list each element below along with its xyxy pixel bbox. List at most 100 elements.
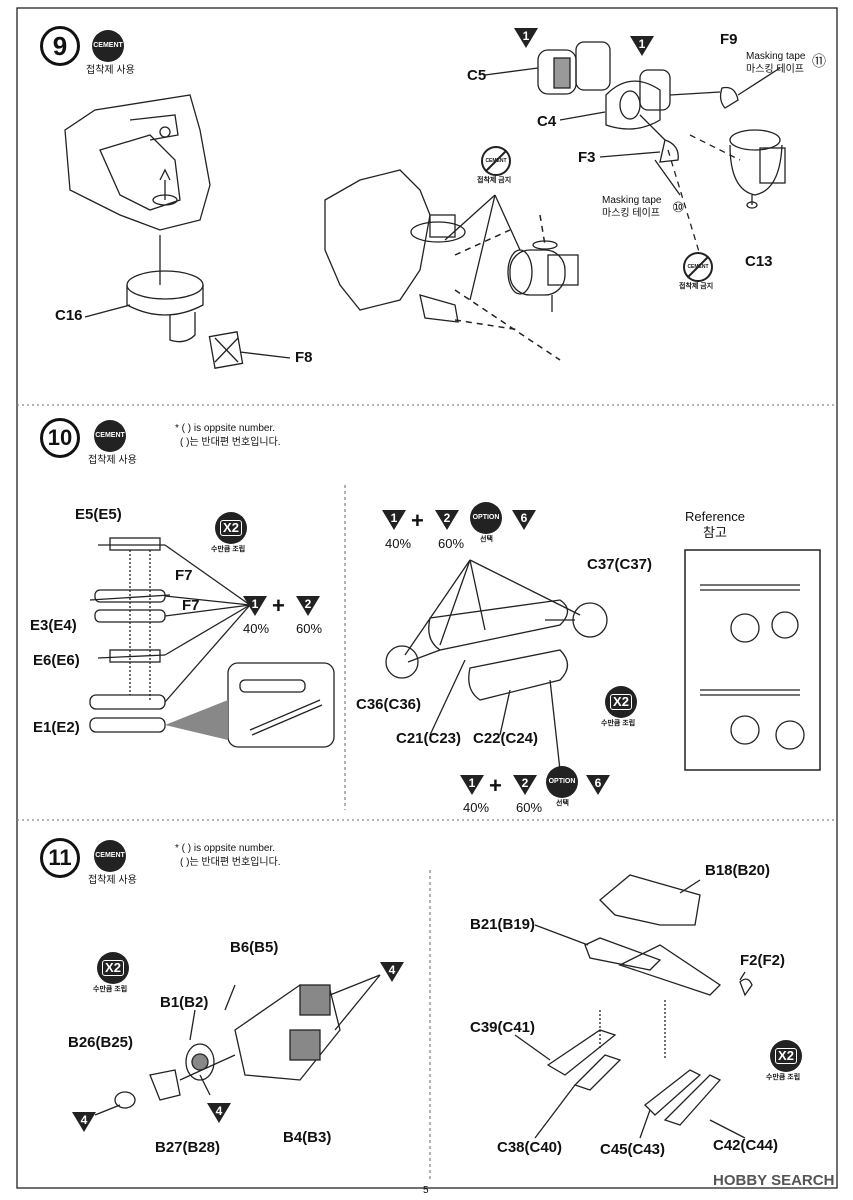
no-cement-icon-left: CEMENT [481, 146, 511, 176]
part-f8-drawing [208, 331, 244, 369]
tri-4-step11-left [72, 1112, 96, 1132]
part-c13-drawing [729, 129, 786, 209]
label-f2: F2(F2) [740, 952, 785, 969]
tri-2-step10-left [296, 596, 320, 616]
label-c42: C42(C44) [713, 1137, 779, 1154]
label-f9: F9 [720, 31, 738, 48]
option-badge-bottom: OPTION [546, 766, 578, 798]
tri-1-step10-mid-top-num: 1 [390, 511, 398, 525]
tri-4-step11-top-num: 4 [388, 963, 396, 977]
x2-text: X2 [775, 1048, 797, 1064]
label-f7-upper: F7 [175, 567, 193, 584]
masking-number-11: ⑪ [812, 53, 826, 69]
label-b21: B21(B19) [470, 916, 536, 933]
tri-2-step10-mid-bottom-num: 2 [521, 776, 529, 790]
page-border [16, 7, 838, 1189]
step10-middle-leaders [404, 559, 581, 771]
tri-6-step10-mid-bottom [586, 775, 610, 795]
step11-left-leaders [94, 974, 381, 1116]
label-c45: C45(C43) [600, 1141, 666, 1158]
tri-1-step10-mid-bottom [460, 775, 484, 795]
label-e6: E6(E6) [33, 652, 80, 669]
cement-label-step9: 접착제 사용 [86, 65, 135, 76]
cement-label-step10: 접착제 사용 [88, 455, 137, 466]
part-c4-drawing [559, 69, 671, 130]
watermark-hobbysearch: HOBBY SEARCH [713, 1172, 835, 1189]
option-label-bottom: 선택 [556, 800, 569, 807]
tri-4-step11-mid-num: 4 [215, 1104, 223, 1118]
tri-1-step10-left-num: 1 [251, 597, 259, 611]
x2-text: X2 [220, 520, 242, 536]
no-cement-icon-right: CEMENT [683, 252, 713, 282]
step-number-11: 11 [40, 838, 80, 878]
step10-rocket-drawings [89, 537, 171, 733]
cement-badge-step10: CEMENT [94, 420, 126, 452]
tri-1-step10-mid-bottom-num: 1 [468, 776, 476, 790]
label-c37: C37(C37) [587, 556, 653, 573]
no-cement-label-right: 접착제 금지 [679, 283, 714, 290]
x2-badge-step10-left: X2 [215, 512, 247, 544]
step-number-10: 10 [40, 418, 80, 458]
step11-right-leaders [514, 879, 746, 1139]
label-c13: C13 [745, 253, 773, 270]
tri-2-step10-mid-top [435, 510, 459, 530]
masking-tape-ko-f9: 마스킹 테이프 [746, 64, 804, 75]
tri-4-step11-mid [207, 1103, 231, 1123]
label-c5: C5 [467, 67, 487, 84]
pct-40-step10-mid-top: 40% [385, 536, 412, 551]
x2-label-step10-left: 수만큼 조립 [211, 546, 246, 553]
step9-wing-drawing [64, 94, 211, 231]
step9-cement-leaders [444, 194, 521, 301]
tri-4-step11-top [380, 962, 404, 982]
tri-marker-c5-num: 1 [522, 29, 530, 43]
tri-1-step10-mid-top [382, 510, 406, 530]
reference-title-en: Reference [685, 509, 745, 524]
step10-cylinder-drawings [385, 599, 608, 701]
step10-cement-leaders [164, 544, 251, 703]
reference-box [684, 549, 821, 771]
label-b27: B27(B28) [155, 1139, 221, 1156]
tri-6-step10-mid-top-num: 6 [520, 511, 528, 525]
tri-2-step10-left-num: 2 [304, 597, 312, 611]
x2-badge-step11-right: X2 [770, 1040, 802, 1072]
step11-nose-drawings [114, 984, 341, 1109]
masking-tape-en-f9: Masking tape [746, 51, 806, 62]
label-c38: C38(C40) [497, 1139, 563, 1156]
tri-6-step10-mid-bottom-num: 6 [594, 776, 602, 790]
step9-dashed-guides [454, 214, 561, 361]
label-e1: E1(E2) [33, 719, 80, 736]
x2-text: X2 [610, 694, 632, 710]
label-b18: B18(B20) [705, 862, 771, 879]
note-en-step10: * ( ) is oppsite number. [175, 423, 276, 434]
label-b26: B26(B25) [68, 1034, 134, 1051]
step9-pod-drawing [324, 169, 579, 323]
label-c21: C21(C23) [396, 730, 462, 747]
pct-60-step10-mid-top: 60% [438, 536, 465, 551]
option-label-top: 선택 [480, 536, 493, 543]
x2-badge-step10-mid: X2 [605, 686, 637, 718]
cement-label-step11: 접착제 사용 [88, 875, 137, 886]
pct-60-step10-left: 60% [296, 621, 323, 636]
label-b1: B1(B2) [160, 994, 209, 1011]
plus-step10-mid-top: + [411, 508, 424, 533]
pct-40-step10-left: 40% [243, 621, 270, 636]
label-f7-lower: F7 [182, 597, 200, 614]
part-f3-drawing [659, 139, 679, 163]
note-en-step11: * ( ) is oppsite number. [175, 843, 276, 854]
tri-4-step11-left-num: 4 [80, 1113, 88, 1127]
reference-drawings [700, 584, 805, 750]
tri-2-step10-mid-top-num: 2 [443, 511, 451, 525]
tri-6-step10-mid-top [512, 510, 536, 530]
part-c5-drawing [484, 41, 611, 95]
label-b6: B6(B5) [230, 939, 279, 956]
tri-2-step10-mid-bottom [513, 775, 537, 795]
tri-marker-c4 [630, 36, 654, 56]
label-f8: F8 [295, 349, 313, 366]
plus-step10-left: + [272, 593, 285, 618]
tri-marker-c5 [514, 28, 538, 48]
label-f3: F3 [578, 149, 596, 166]
pct-60-step10-mid-bottom: 60% [516, 800, 543, 815]
x2-text: X2 [102, 960, 124, 976]
tri-marker-c4-num: 1 [638, 37, 646, 51]
